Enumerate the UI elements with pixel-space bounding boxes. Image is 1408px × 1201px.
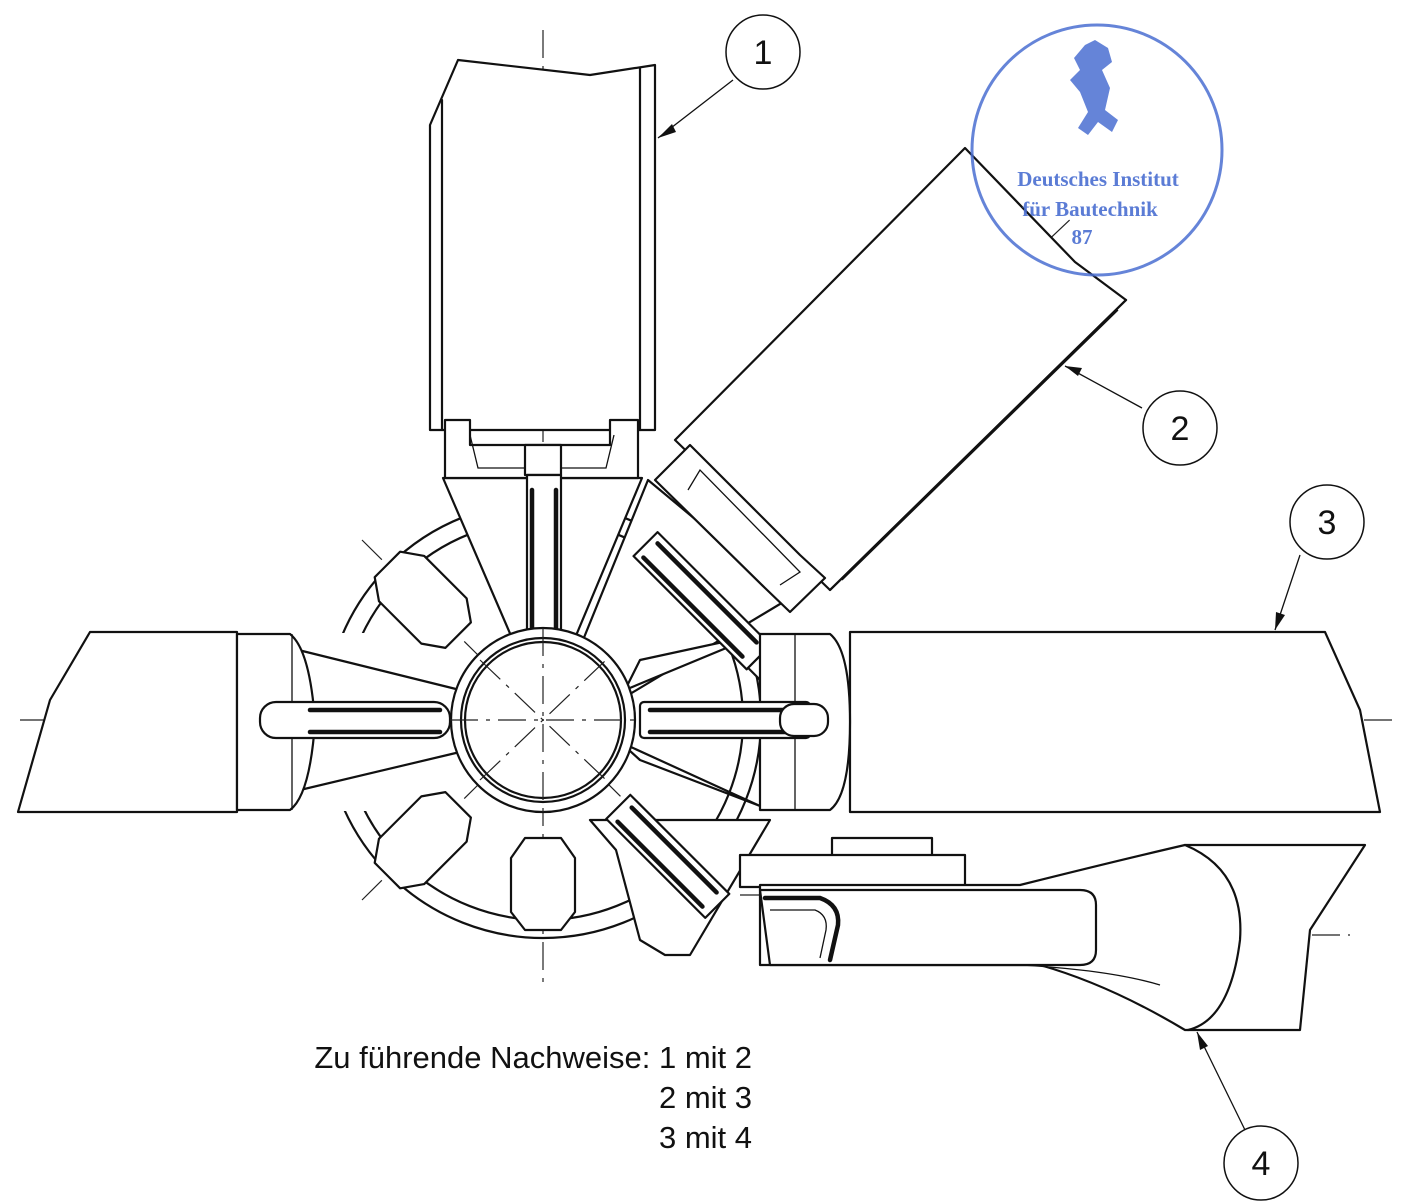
- member-2-tube: [632, 146, 1128, 691]
- callout-2: 2: [1142, 390, 1218, 466]
- approval-stamp: Deutsches Institut für Bautechnik 87: [970, 23, 1224, 277]
- note-line-2: 2 mit 3: [659, 1080, 752, 1115]
- callout-3-label: 3: [1318, 504, 1337, 542]
- flange-bolts: [373, 550, 577, 932]
- callout-1: 1: [725, 14, 801, 90]
- stamp-line-2: für Bautechnik: [1022, 197, 1158, 221]
- stamp-line-3: 87: [1072, 225, 1093, 249]
- callout-4: 4: [1223, 1125, 1299, 1201]
- callout-3: 3: [1289, 484, 1365, 560]
- center-ball: [449, 626, 637, 814]
- callout-1-label: 1: [754, 34, 773, 72]
- callout-2-label: 2: [1171, 410, 1190, 448]
- note-line-3: 3 mit 4: [659, 1120, 752, 1155]
- leader-lines: [657, 79, 1301, 1131]
- member-3-tube: [638, 630, 1382, 814]
- member-4-tube: [605, 793, 1367, 1032]
- left-tube: [16, 630, 452, 814]
- bear-icon: [1070, 40, 1118, 135]
- callout-4-label: 4: [1252, 1145, 1271, 1183]
- note-line-1: Zu führende Nachweise: 1 mit 2: [314, 1040, 752, 1075]
- stamp-line-1: Deutsches Institut: [1017, 167, 1179, 191]
- member-1-tube: [428, 58, 657, 637]
- verification-note: Zu führende Nachweise: 1 mit 2 2 mit 3 3…: [314, 1040, 752, 1155]
